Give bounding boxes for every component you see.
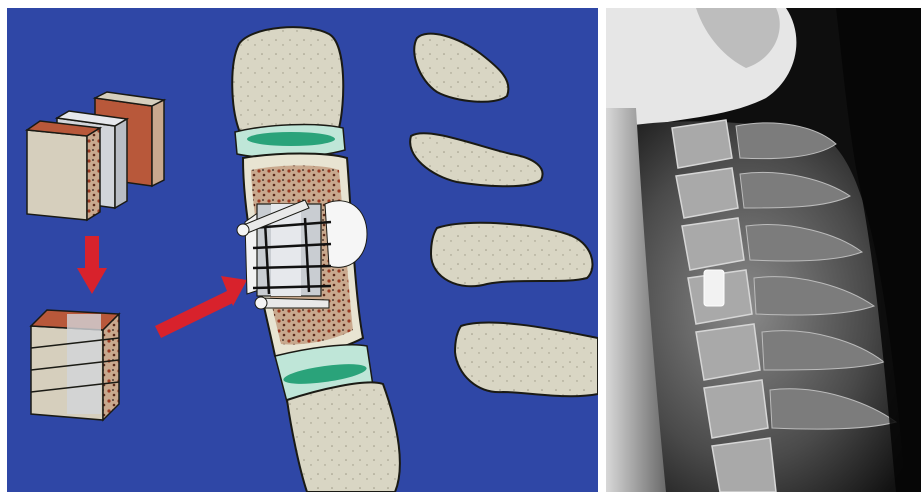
graft-implant: [704, 270, 724, 306]
upper-disc: [235, 125, 345, 158]
xray-panel: [606, 8, 921, 492]
xray-image: [606, 8, 921, 492]
illustration-canvas: [7, 8, 598, 492]
upper-vertebra: [232, 27, 343, 139]
illustration-panel: [7, 8, 598, 492]
assembled-graft-block: [31, 310, 119, 420]
spinous-process-4: [455, 323, 598, 397]
lower-vertebra: [287, 382, 400, 492]
